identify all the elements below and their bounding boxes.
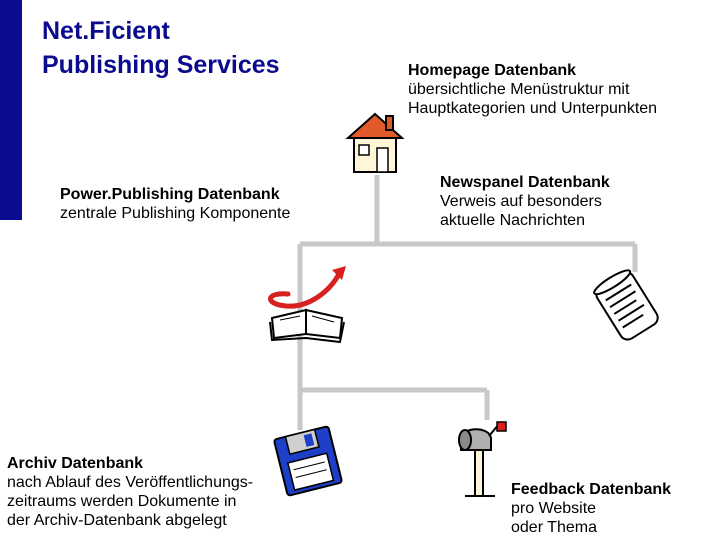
feedback-desc-line-1: pro Website: [511, 500, 597, 517]
slide-title: Net.Ficient Publishing Services: [42, 14, 280, 82]
book-icon: [268, 266, 346, 344]
archiv-desc-line-3: der Archiv-Datenbank abgelegt: [7, 512, 227, 529]
feedback-desc-line-2: oder Thema: [511, 519, 597, 536]
archiv-title: Archiv Datenbank: [7, 455, 144, 472]
archiv-desc-line-1: nach Ablauf des Veröffentlichungs-: [7, 474, 254, 491]
feedback-title: Feedback Datenbank: [511, 481, 672, 498]
mailbox-icon: [458, 421, 507, 497]
floppy-disk-icon: [273, 425, 343, 497]
house-icon: [345, 112, 405, 173]
powerpublishing-desc-line-1: zentrale Publishing Komponente: [60, 205, 291, 222]
homepage-desc-line-2: Hauptkategorien und Unterpunkten: [408, 100, 658, 117]
newspanel-block: Newspanel Datenbank Verweis auf besonder…: [440, 173, 610, 230]
archiv-block: Archiv Datenbank nach Ablauf des Veröffe…: [7, 454, 253, 530]
newspanel-desc-line-1: Verweis auf besonders: [440, 193, 602, 210]
archiv-desc-line-2: zeitraums werden Dokumente in: [7, 493, 237, 510]
title-line-2: Publishing Services: [42, 51, 280, 79]
homepage-title: Homepage Datenbank: [408, 62, 577, 79]
newspaper-icon: [593, 269, 659, 341]
feedback-block: Feedback Datenbank pro Website oder Them…: [511, 480, 671, 537]
newspanel-desc-line-2: aktuelle Nachrichten: [440, 212, 585, 229]
powerpublishing-title: Power.Publishing Datenbank: [60, 186, 280, 203]
newspanel-title: Newspanel Datenbank: [440, 174, 610, 191]
homepage-block: Homepage Datenbank übersichtliche Menüst…: [408, 61, 657, 118]
homepage-desc-line-1: übersichtliche Menüstruktur mit: [408, 81, 630, 98]
title-line-1: Net.Ficient: [42, 17, 170, 45]
accent-bar: [0, 0, 22, 220]
powerpublishing-block: Power.Publishing Datenbank zentrale Publ…: [60, 185, 290, 223]
